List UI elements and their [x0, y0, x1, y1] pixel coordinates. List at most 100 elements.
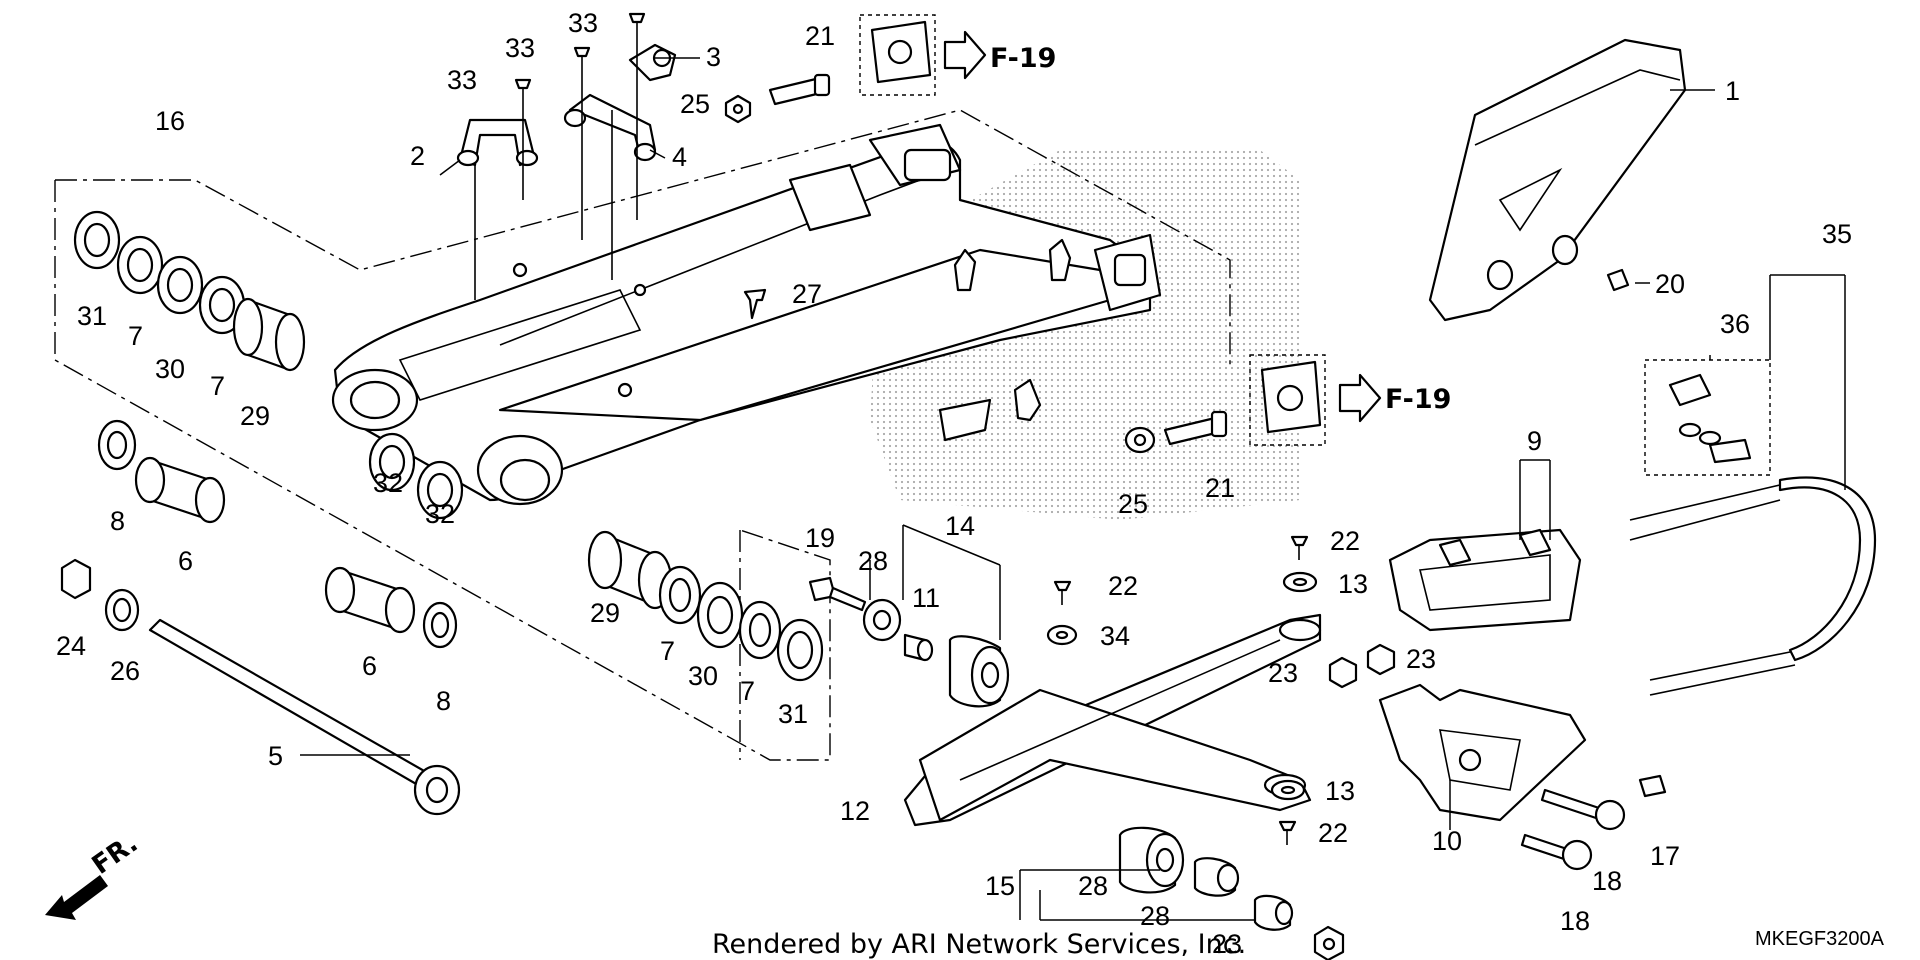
callout-23a: 23: [1268, 658, 1298, 688]
callout-19: 19: [805, 523, 835, 553]
reference-f19-top[interactable]: F-19: [990, 43, 1056, 74]
pivot-shaft-5: [148, 618, 461, 816]
nut-25-top: [724, 94, 752, 124]
ref-box-mid: [1249, 354, 1326, 446]
roller-14: [948, 635, 1010, 708]
callout-11: 11: [912, 583, 940, 613]
washer-34: [1046, 624, 1078, 646]
callout-26: 26: [110, 656, 140, 686]
swingarm-group-outline: [55, 109, 1231, 370]
drive-chain-35: [1629, 476, 1877, 696]
bolt-18-b: [1520, 833, 1593, 871]
callout-31a: 31: [77, 301, 107, 331]
bearing-28-mid: [1193, 857, 1240, 897]
chain-slider-12: [903, 613, 1322, 827]
bearing-stack-left: [73, 210, 306, 372]
callout-labels: 1 2 3 4 5 6 6 7 7 7 7 8 8 9 10 11 12 13 …: [56, 8, 1885, 960]
callout-28c: 28: [1140, 901, 1170, 931]
callout-31b: 31: [778, 699, 808, 729]
callout-14: 14: [945, 511, 975, 541]
washer-8-right: [422, 601, 458, 649]
callout-28a: 28: [858, 546, 888, 576]
callout-7d: 7: [740, 676, 755, 706]
callout-15: 15: [985, 871, 1015, 901]
callout-27: 27: [792, 279, 822, 309]
pivot-group-outline: [54, 180, 831, 761]
callout-22b: 22: [1108, 571, 1138, 601]
guide-plate-10: [1378, 683, 1587, 822]
reference-f19-mid[interactable]: F-19: [1385, 384, 1451, 415]
front-direction-label: FR.: [87, 829, 144, 881]
bearing-28-top: [862, 598, 902, 642]
diagram-code: MKEGF3200A: [1755, 928, 1885, 950]
callout-30b: 30: [688, 661, 718, 691]
callout-28b: 28: [1078, 871, 1108, 901]
callout-6b: 6: [362, 651, 377, 681]
chain-guard-1: [1428, 38, 1687, 322]
collar-6-right: [324, 566, 416, 634]
front-direction-arrow-icon: [45, 875, 108, 920]
callout-32a: 32: [373, 468, 403, 498]
adjuster-block-mid: [1260, 360, 1382, 434]
callout-6a: 6: [178, 546, 193, 576]
callout-13b: 13: [1325, 776, 1355, 806]
bolt-21-mid: [1163, 410, 1228, 446]
screw-22c: [1278, 820, 1297, 845]
callout-22a: 22: [1330, 526, 1360, 556]
rendered-by-footer: Rendered by ARI Network Services, Inc.: [712, 929, 1246, 960]
chain-joint-box: [1644, 359, 1771, 476]
callout-34: 34: [1100, 621, 1130, 651]
callout-5: 5: [268, 741, 283, 771]
grommet-13-bottom: [1270, 779, 1306, 801]
callout-21a: 21: [805, 21, 835, 51]
swingarm: [331, 123, 1162, 506]
nut-25-mid: [1124, 426, 1156, 454]
callout-35: 35: [1822, 219, 1852, 249]
callout-25b: 25: [1118, 489, 1148, 519]
adjuster-block-top: [870, 20, 987, 84]
roller-15: [1118, 826, 1185, 894]
callout-33c: 33: [568, 8, 598, 38]
bearing-stack-right: [587, 530, 824, 682]
chain-guide-9: [1388, 528, 1582, 632]
callout-7c: 7: [660, 636, 675, 666]
callout-10: 10: [1432, 826, 1462, 856]
bolt-18-a: [1540, 788, 1626, 831]
nut-23-pair: [1328, 643, 1396, 689]
callout-8a: 8: [110, 506, 125, 536]
callout-12: 12: [840, 796, 870, 826]
ref-box-top: [859, 14, 936, 96]
callout-23c: 23: [1212, 929, 1242, 959]
callout-23b: 23: [1406, 644, 1436, 674]
callout-1: 1: [1725, 76, 1740, 106]
collar-11: [903, 633, 934, 662]
callout-24: 24: [56, 631, 86, 661]
callout-9: 9: [1527, 426, 1542, 456]
callout-20: 20: [1655, 269, 1685, 299]
screws-33: [474, 12, 646, 300]
nut-23-bottom: [1313, 925, 1345, 960]
callout-2: 2: [410, 141, 425, 171]
callout-25a: 25: [680, 89, 710, 119]
callout-22c: 22: [1318, 818, 1348, 848]
callout-21b: 21: [1205, 473, 1235, 503]
collar-6-left: [134, 456, 226, 524]
bolt-21-top: [768, 73, 831, 106]
callout-29a: 29: [240, 401, 270, 431]
callout-30a: 30: [155, 354, 185, 384]
callout-16: 16: [155, 106, 185, 136]
callout-8b: 8: [436, 686, 451, 716]
callout-33b: 33: [505, 33, 535, 63]
cable-guide-2: [456, 118, 539, 167]
washer-8-left: [97, 419, 137, 471]
callout-17: 17: [1650, 841, 1680, 871]
washer-26: [104, 588, 140, 632]
callout-13a: 13: [1338, 569, 1368, 599]
callout-33a: 33: [447, 65, 477, 95]
callout-4: 4: [672, 142, 687, 172]
nut-24: [60, 558, 92, 600]
bolt-17: [1638, 774, 1667, 798]
bearing-28-bottom: [1253, 894, 1294, 931]
